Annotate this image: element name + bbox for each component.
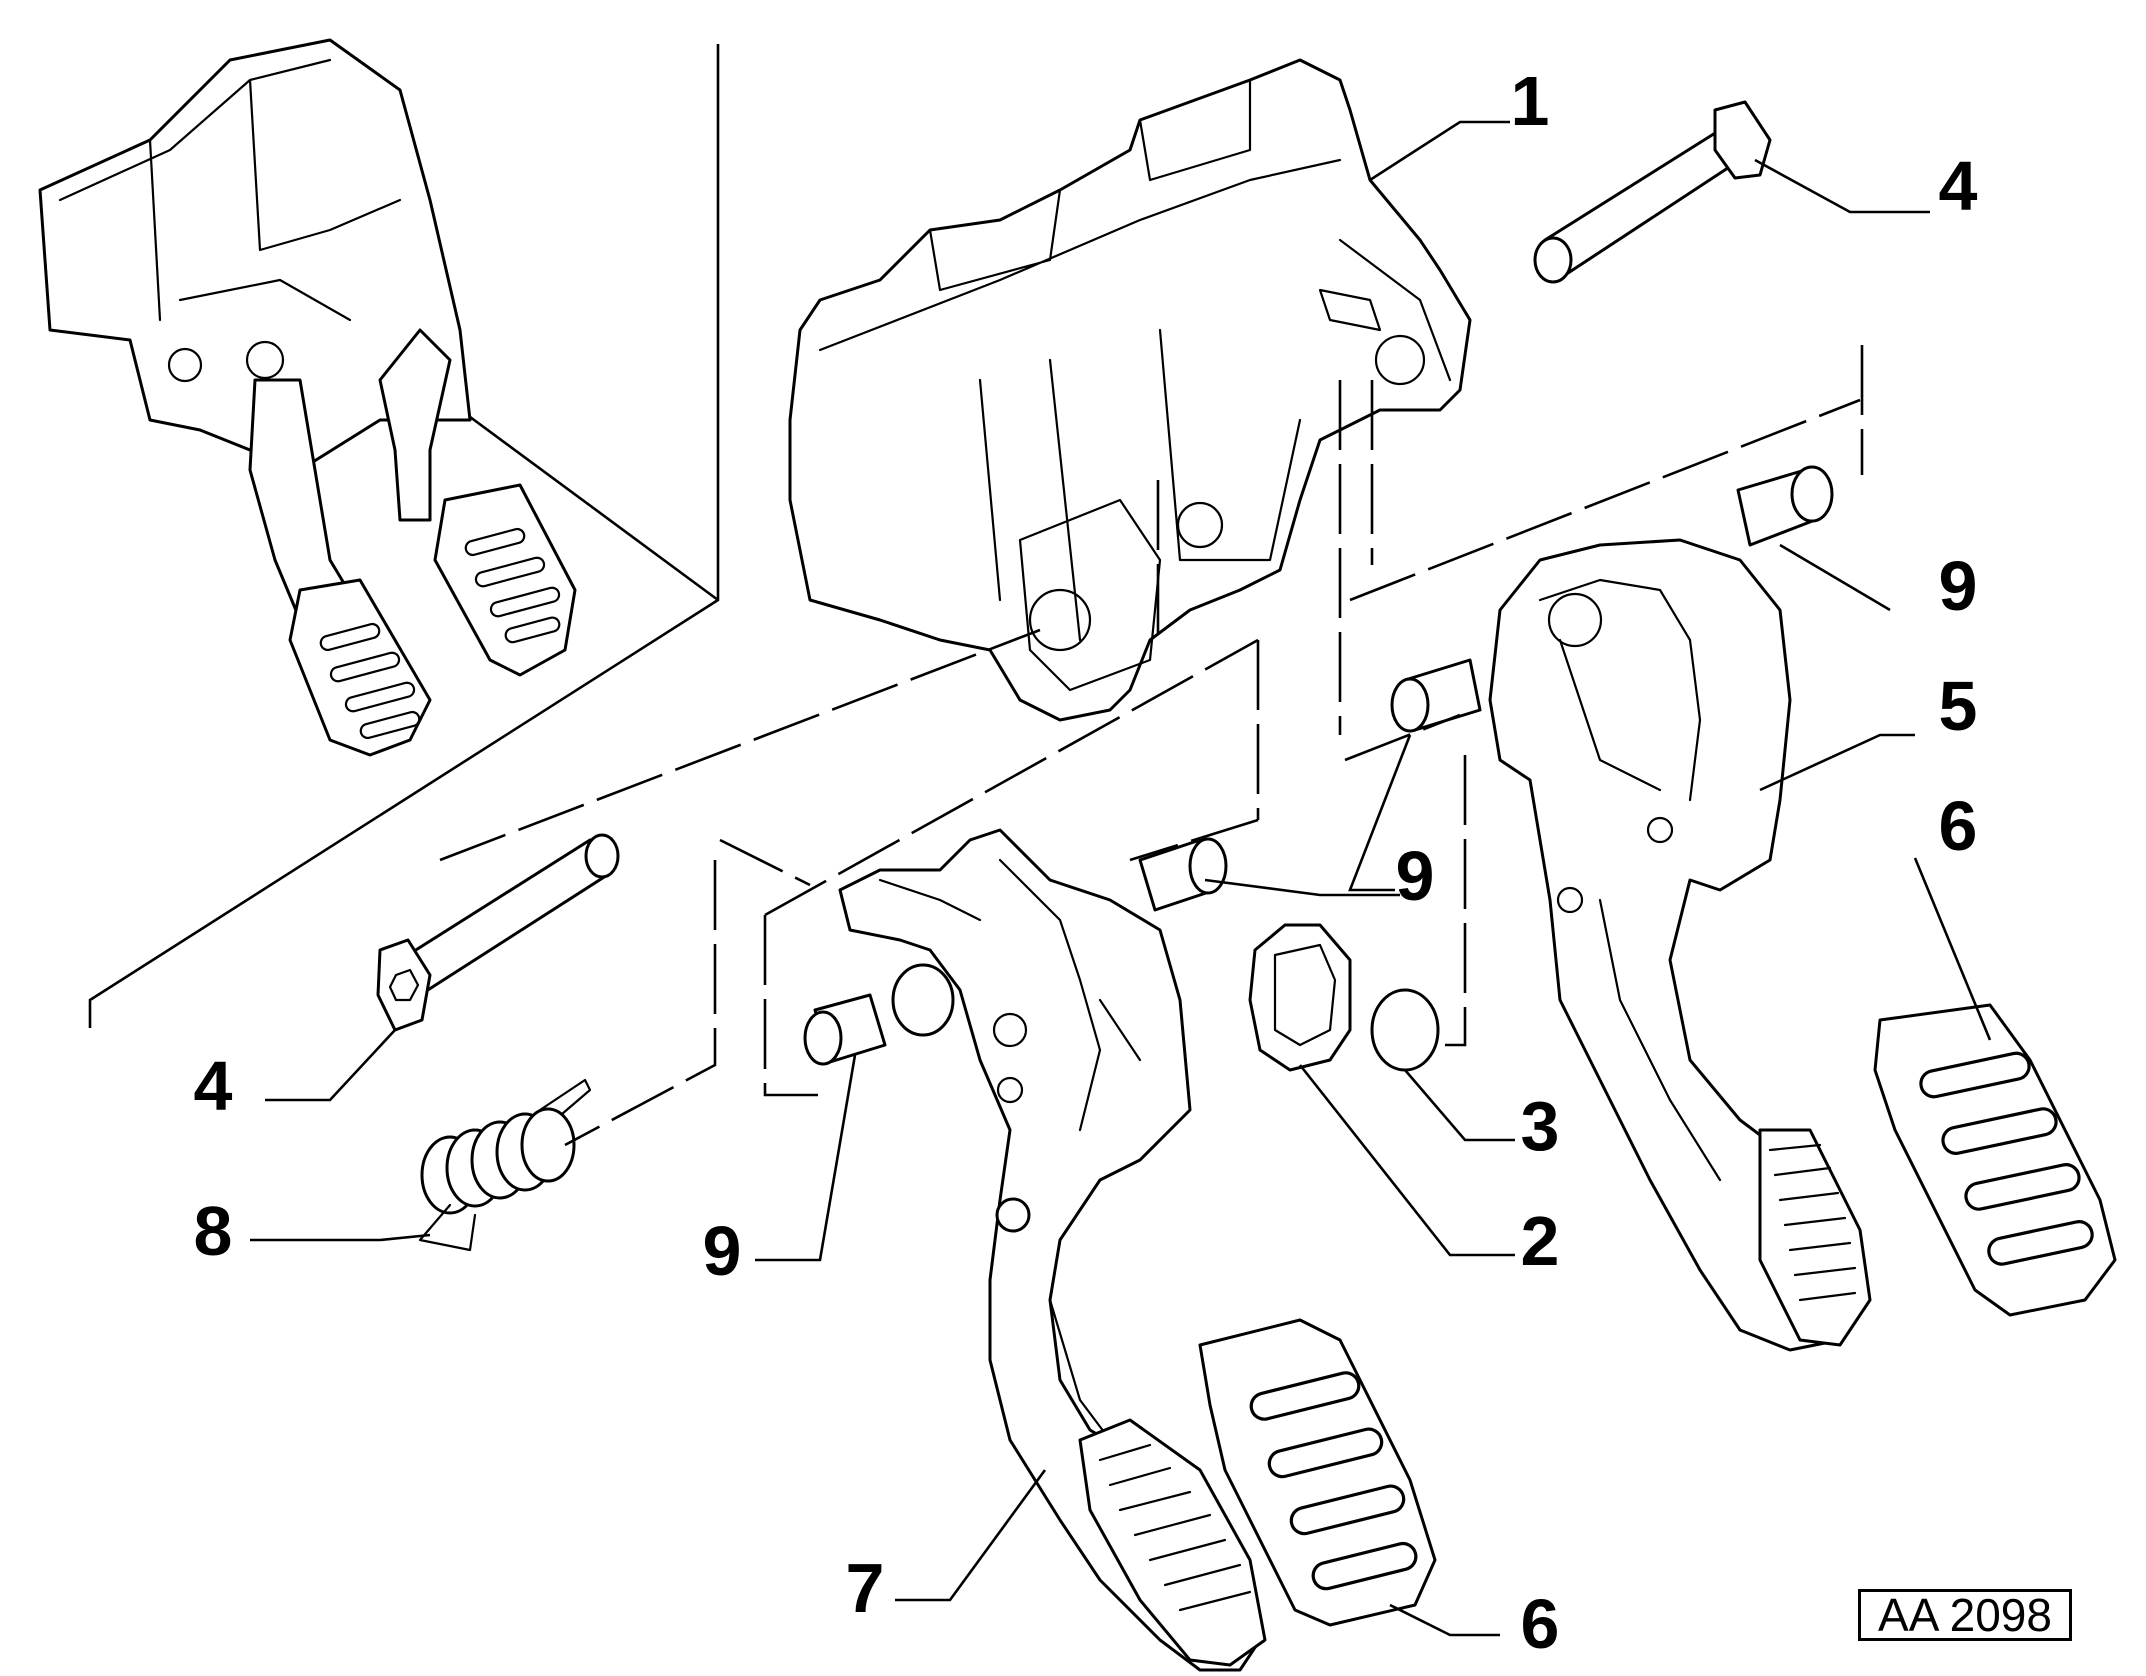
assembled-view-inset bbox=[38, 38, 720, 1028]
brake-pedal-assembly bbox=[838, 828, 1267, 1672]
callout-9-lower-left: 9 bbox=[703, 1212, 742, 1290]
callout-8: 8 bbox=[194, 1192, 233, 1270]
pedal-pad-right bbox=[1873, 1003, 2117, 1317]
pivot-shaft-upper-tip bbox=[1533, 236, 1573, 284]
washer bbox=[1370, 988, 1440, 1072]
callout-4-lower: 4 bbox=[194, 1047, 233, 1125]
clutch-pedal-foot bbox=[1758, 1128, 1872, 1347]
inset-pedal-pad-left bbox=[288, 578, 432, 757]
alignment-axes bbox=[439, 345, 1864, 1147]
inset-bracket-housing bbox=[38, 38, 472, 472]
callout-5: 5 bbox=[1939, 667, 1978, 745]
pivot-shaft-upper-head bbox=[1713, 100, 1772, 180]
bushing-center bbox=[1138, 837, 1228, 912]
callout-6-lower: 6 bbox=[1521, 1585, 1560, 1663]
inset-clutch-pedal-arm bbox=[378, 328, 452, 522]
brake-pedal-hub bbox=[891, 963, 955, 1037]
callout-1: 1 bbox=[1511, 62, 1550, 140]
pedal-pad-lower bbox=[1198, 1318, 1437, 1627]
callout-9-center: 9 bbox=[1396, 837, 1435, 915]
pedal-pad-right-body bbox=[1873, 1003, 2117, 1317]
pedal-support-bracket bbox=[788, 58, 1472, 722]
callout-leaders bbox=[250, 120, 1992, 1637]
switch-spacer bbox=[1248, 923, 1352, 1072]
bushing-mid-right bbox=[1390, 658, 1482, 733]
switch-spacer-body bbox=[1248, 923, 1352, 1072]
reference-code-box: AA 2098 bbox=[1858, 1589, 2072, 1641]
callout-9-upper-right: 9 bbox=[1939, 547, 1978, 625]
callout-2: 2 bbox=[1521, 1202, 1560, 1280]
bushing-lower-left-flange bbox=[803, 1010, 843, 1066]
pivot-shaft-lower-head bbox=[376, 938, 432, 1032]
callout-4-upper: 4 bbox=[1939, 147, 1978, 225]
inset-frame-line bbox=[88, 44, 720, 1028]
bracket-housing-outline bbox=[788, 58, 1472, 722]
clutch-pedal-assembly bbox=[1488, 538, 1872, 1352]
callout-3: 3 bbox=[1521, 1087, 1560, 1165]
bushing-lower-left bbox=[803, 993, 887, 1066]
callout-labels: 1 4 9 5 6 9 3 4 8 2 9 7 6 bbox=[194, 62, 1978, 1663]
brake-pedal-pin bbox=[995, 1197, 1031, 1233]
bushing-center-flange bbox=[1188, 837, 1228, 895]
callout-6-right: 6 bbox=[1939, 787, 1978, 865]
pivot-shaft-lower-body bbox=[398, 838, 614, 997]
callout-7: 7 bbox=[846, 1549, 885, 1627]
pivot-shaft-upper bbox=[1533, 100, 1772, 284]
bushing-upper-right-flange bbox=[1790, 465, 1834, 523]
bushing-mid-right-flange bbox=[1390, 677, 1430, 733]
bushing-upper-right bbox=[1736, 465, 1834, 547]
pivot-shaft-lower bbox=[376, 833, 620, 1032]
pivot-shaft-lower-tip bbox=[584, 833, 620, 879]
return-spring bbox=[418, 1078, 592, 1252]
pivot-shaft-upper-body bbox=[1543, 128, 1742, 277]
